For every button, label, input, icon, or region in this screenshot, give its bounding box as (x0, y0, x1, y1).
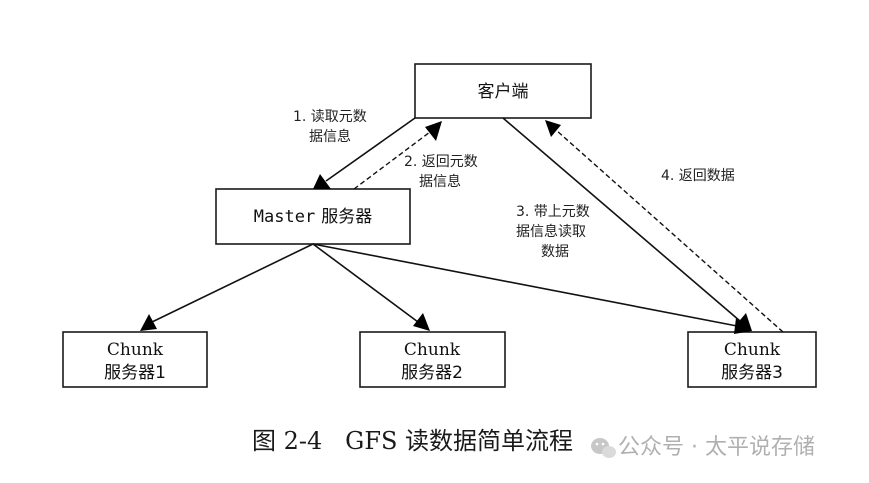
chunk-server-3-line1: Chunk (724, 340, 781, 360)
edge-return-data (545, 120, 784, 333)
chunk-server-3-node: Chunk 服务器3 (687, 331, 817, 388)
master-label-cn: 服务器 (321, 207, 372, 227)
chunk-server-1-line1: Chunk (107, 340, 164, 360)
edge-master-chunk3 (312, 243, 752, 334)
step1-label-line2: 据信息 (309, 128, 351, 145)
master-label-en: Master (254, 207, 315, 227)
figure-caption: 图 2-4 GFS 读数据简单流程 (252, 427, 573, 455)
step2-label-line1: 2. 返回元数 (404, 154, 478, 170)
step3-label-line3: 数据 (541, 244, 569, 260)
chunk-server-1-node: Chunk 服务器1 (62, 331, 208, 388)
step4-label-line1: 4. 返回数据 (661, 168, 735, 184)
chunk-server-2-node: Chunk 服务器2 (359, 331, 506, 388)
step3-label-line1: 3. 带上元数 (516, 204, 590, 220)
edge-master-chunk2 (312, 243, 430, 331)
step1-label-line1: 1. 读取元数 (293, 108, 367, 125)
wechat-icon (591, 438, 616, 458)
arrowhead-icon (735, 313, 752, 331)
step2-label-line2: 据信息 (419, 173, 461, 190)
arrowhead-icon (413, 313, 430, 331)
master-node: Master 服务器 (215, 188, 411, 245)
edge-read-data (502, 117, 752, 331)
arrowhead-icon (313, 174, 331, 189)
arrowhead-icon (425, 121, 442, 141)
client-label: 客户端 (478, 82, 529, 102)
master-label: Master 服务器 (254, 207, 372, 227)
watermark: 公众号 · 太平说存储 (591, 435, 815, 460)
client-node: 客户端 (414, 63, 592, 119)
chunk-server-1-line2: 服务器1 (104, 363, 166, 383)
chunk-server-3-line2: 服务器3 (721, 363, 783, 383)
arrowhead-icon (545, 120, 561, 137)
edge-return-metadata (353, 121, 442, 190)
step3-label-line2: 据信息读取 (516, 223, 586, 240)
arrowhead-icon (140, 314, 157, 331)
chunk-server-2-line2: 服务器2 (401, 363, 463, 383)
chunk-server-2-line1: Chunk (404, 340, 461, 360)
edge-master-chunk1 (140, 243, 314, 331)
edge-read-metadata (313, 117, 416, 189)
watermark-text: 公众号 · 太平说存储 (618, 435, 815, 460)
